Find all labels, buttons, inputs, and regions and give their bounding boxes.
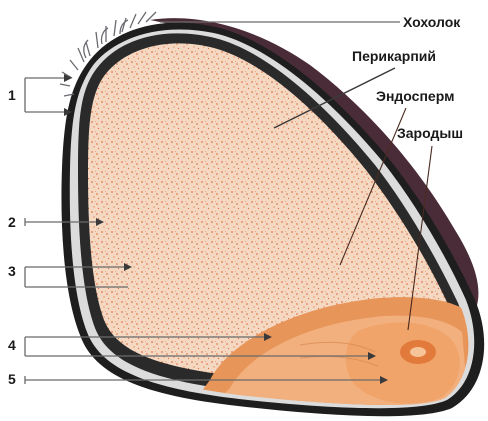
number-4: 4	[8, 337, 16, 353]
number-1: 1	[8, 87, 16, 103]
number-2: 2	[8, 214, 16, 230]
number-3: 3	[8, 263, 16, 279]
label-embryo: Зародыш	[397, 125, 463, 141]
label-endosperm: Эндосперм	[376, 88, 454, 104]
number-5: 5	[8, 371, 16, 387]
label-tuft: Хохолок	[403, 14, 461, 30]
label-pericarp: Перикарпий	[352, 48, 436, 64]
embryo-center	[410, 347, 426, 357]
